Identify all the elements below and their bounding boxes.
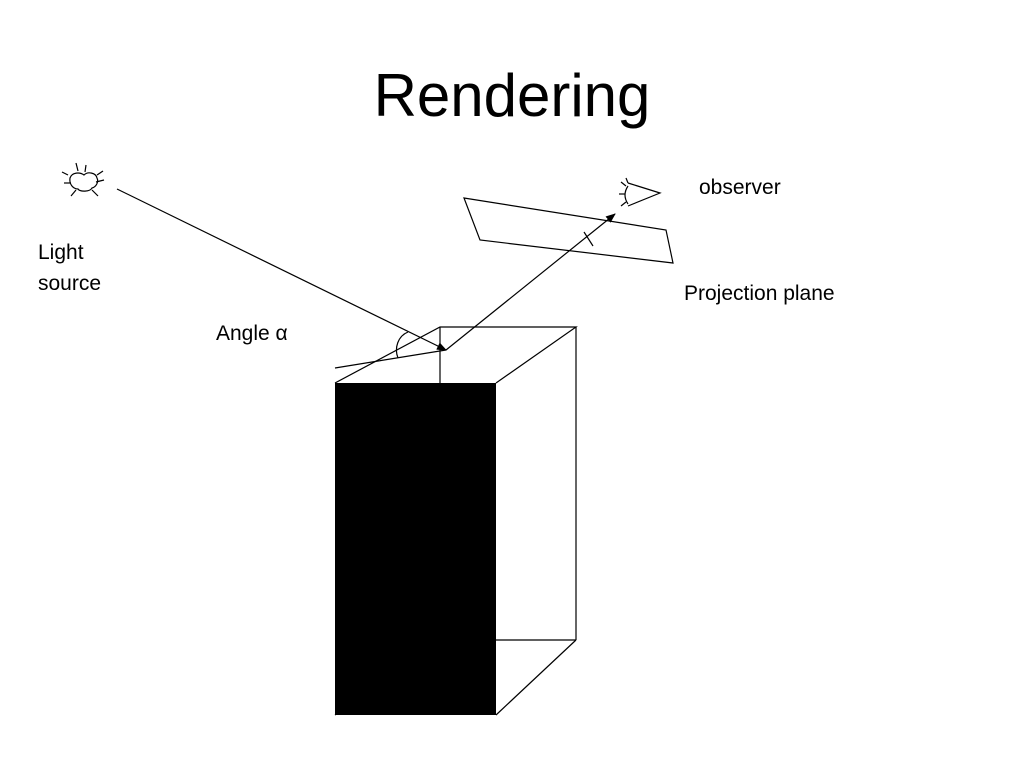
slide-title: Rendering <box>373 62 651 129</box>
incident-ray <box>116 188 447 351</box>
light-source-label: Light source <box>38 237 101 299</box>
surface-tangent <box>334 349 447 369</box>
intersection-mark <box>583 231 594 247</box>
box-object <box>334 326 578 716</box>
light-source-label-line2: source <box>38 272 102 295</box>
angle-arc <box>395 331 409 359</box>
light-bulb-icon <box>61 162 105 197</box>
projection-plane <box>463 197 674 264</box>
reflected-ray <box>445 213 616 351</box>
eye-icon <box>619 177 662 207</box>
angle-label: Angle α <box>216 322 288 345</box>
light-source-label-line1: Light <box>38 241 84 264</box>
observer-label: observer <box>699 176 781 199</box>
projection-plane-label: Projection plane <box>684 282 835 305</box>
